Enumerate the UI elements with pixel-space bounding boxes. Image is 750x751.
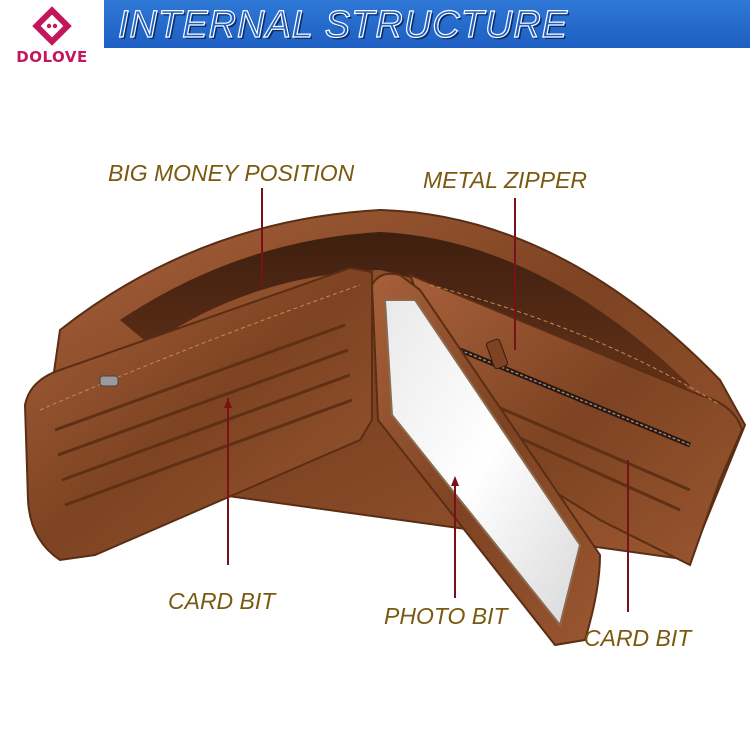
photo-window (383, 299, 582, 628)
page-title: INTERNAL STRUCTURE (117, 3, 569, 46)
label-photo-bit: PHOTO BIT (384, 603, 508, 629)
brand-logo: DOLOVE (0, 0, 104, 72)
logo-diamond-icon (32, 6, 72, 46)
brand-name: DOLOVE (16, 48, 88, 66)
label-card-bit-left: CARD BIT (168, 588, 276, 614)
label-metal-zipper: METAL ZIPPER (423, 167, 588, 193)
label-big-money-position: BIG MONEY POSITION (108, 160, 355, 186)
header-banner: INTERNAL STRUCTURE (104, 0, 750, 48)
label-card-bit-right: CARD BIT (584, 625, 692, 651)
